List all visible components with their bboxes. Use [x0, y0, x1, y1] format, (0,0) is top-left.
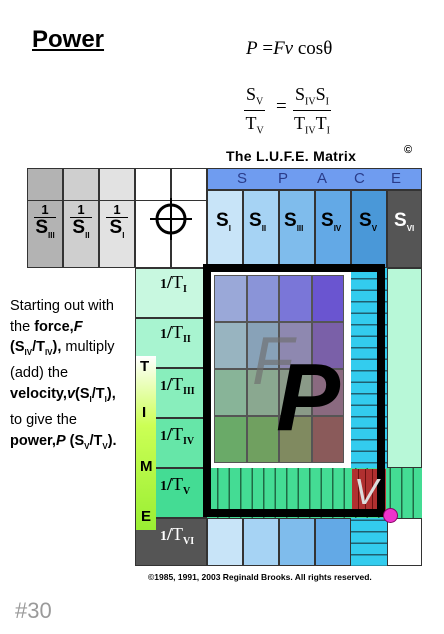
time-label-6: 1/TVI	[160, 524, 195, 548]
space-label-1: SI	[216, 210, 231, 233]
equation-rhs-var: Fv	[273, 38, 294, 59]
inv-space-cell-2	[63, 168, 99, 268]
description: Starting out with the force,F (SIV/TIV),…	[10, 298, 117, 451]
bottom-cell-3	[279, 518, 315, 566]
equation-eq: =	[262, 38, 274, 59]
time-letter-m: M	[140, 458, 153, 475]
space-cell-5	[351, 190, 387, 268]
space-cell-4	[315, 190, 351, 268]
copyright-footer: ©1985, 1991, 2003 Reginald Brooks. All r…	[148, 572, 372, 582]
ratio-lhs-num: S	[246, 84, 257, 104]
ratio-lhs-den: T	[245, 112, 257, 133]
space-cell-2	[243, 190, 279, 268]
space-header	[207, 168, 422, 190]
right-white-cell-6	[387, 518, 422, 566]
space-letter-e: E	[391, 170, 402, 187]
space-label-2: SII	[249, 210, 267, 233]
time-label-1: 1/TI	[160, 272, 187, 296]
inv-space-label-2: 1 SII	[70, 203, 92, 246]
power-frame	[203, 264, 385, 517]
time-label-5: 1/TV	[160, 474, 191, 498]
space-cell-6	[387, 190, 422, 268]
space-label-4: SIV	[321, 210, 342, 233]
space-letter-c: C	[354, 170, 365, 187]
space-letter-a: A	[317, 170, 328, 187]
space-label-3: SIII	[284, 210, 304, 233]
power-endpoint-dot	[383, 508, 398, 523]
time-letter-t: T	[140, 358, 150, 375]
time-bar	[136, 356, 156, 530]
space-letter-s: S	[237, 170, 248, 187]
equation-lhs: P	[246, 38, 258, 59]
time-letter-i: I	[142, 404, 147, 421]
ratio-eq: =	[276, 96, 287, 117]
copyright-symbol: ©	[404, 144, 413, 156]
matrix-title: The L.U.F.E. Matrix	[226, 148, 357, 164]
right-green-column	[387, 268, 422, 468]
divider	[27, 200, 207, 201]
time-label-2: 1/TII	[160, 322, 191, 346]
inv-space-label-1: 1 SI	[106, 203, 128, 246]
space-label-5: SV	[359, 210, 378, 233]
power-letter: P	[276, 344, 341, 451]
time-label-4: 1/TIV	[160, 424, 195, 448]
ratio-lhs: SV TV	[244, 84, 266, 137]
time-label-3: 1/TIII	[160, 374, 195, 398]
ratio-rhs: SIVSI TIVTI	[293, 84, 331, 137]
inv-space-cell-1	[99, 168, 135, 268]
page-title: Power	[32, 26, 105, 53]
time-letter-e: E	[141, 508, 152, 525]
slide-number: #30	[15, 598, 52, 623]
bottom-cell-4	[315, 518, 351, 566]
time-cell-1	[135, 268, 207, 318]
space-letter-p: P	[278, 170, 289, 187]
force-letter: F	[252, 323, 294, 399]
equation-func: cosθ	[297, 38, 333, 59]
force-grid	[214, 275, 344, 463]
inv-space-cell-3	[27, 168, 63, 268]
space-label-6: SVI	[394, 210, 415, 233]
power-equation: P =Fv cosθ	[246, 38, 332, 60]
velocity-letter: V	[354, 471, 379, 512]
bottom-cell-1	[207, 518, 243, 566]
bottom-cell-2	[243, 518, 279, 566]
space-cell-1	[207, 190, 243, 268]
inv-space-label-3: 1 SIII	[34, 202, 56, 240]
origin-circle-icon	[150, 198, 192, 240]
